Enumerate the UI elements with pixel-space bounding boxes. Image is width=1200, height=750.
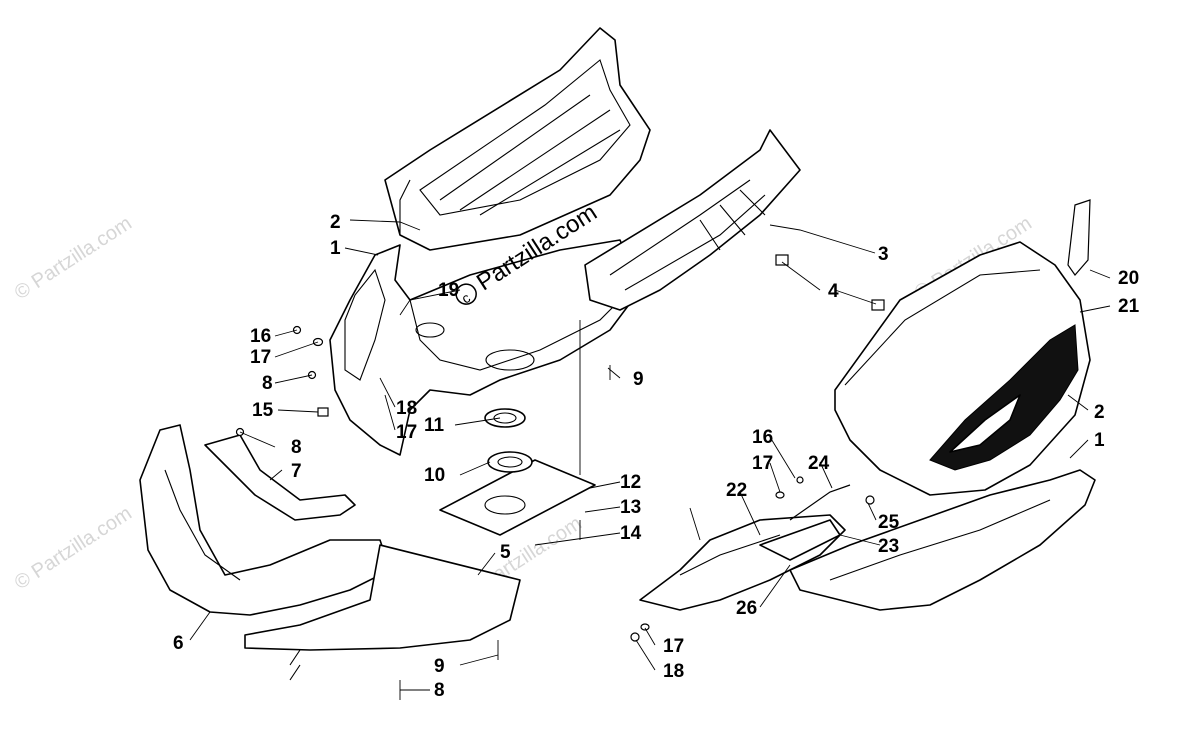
watermark-repeat: © Partzilla.com bbox=[11, 212, 136, 304]
callout-20: 20 bbox=[1118, 268, 1139, 289]
callout-22: 22 bbox=[726, 480, 747, 501]
callout-8: 8 bbox=[434, 680, 445, 701]
callout-18: 18 bbox=[663, 661, 684, 682]
part-upper-hood bbox=[384, 27, 651, 251]
part-ring-10 bbox=[487, 451, 533, 473]
part-seat-panel bbox=[584, 129, 801, 311]
callout-9: 9 bbox=[434, 656, 445, 677]
part-right-console bbox=[834, 241, 1091, 496]
callout-6: 6 bbox=[173, 633, 184, 654]
callout-17: 17 bbox=[663, 636, 684, 657]
part-front-bracket bbox=[204, 434, 356, 521]
part-belly-pan-left bbox=[329, 239, 641, 456]
part-front-bumper bbox=[139, 424, 391, 616]
watermark-repeat: © Partzilla.com bbox=[11, 502, 136, 594]
hardware bbox=[235, 199, 1091, 700]
callout-12: 12 bbox=[620, 472, 641, 493]
callout-5: 5 bbox=[500, 542, 511, 563]
callout-17: 17 bbox=[250, 347, 271, 368]
callout-2: 2 bbox=[330, 212, 341, 233]
callout-16: 16 bbox=[250, 326, 271, 347]
callout-4: 4 bbox=[828, 281, 839, 302]
callout-15: 15 bbox=[252, 400, 274, 421]
callout-8: 8 bbox=[262, 373, 273, 394]
part-skid-plate bbox=[244, 544, 521, 681]
part-right-bracket bbox=[639, 514, 846, 611]
part-ring-11 bbox=[484, 408, 526, 428]
callout-13: 13 bbox=[620, 497, 641, 518]
callout-16: 16 bbox=[752, 427, 773, 448]
leader-lines bbox=[189, 219, 1111, 691]
part-belly-pan-right bbox=[789, 469, 1096, 611]
callout-17: 17 bbox=[396, 422, 417, 443]
callout-23: 23 bbox=[878, 536, 899, 557]
callout-18: 18 bbox=[396, 398, 417, 419]
callout-1: 1 bbox=[330, 238, 341, 259]
callout-25: 25 bbox=[878, 512, 900, 533]
callout-1: 1 bbox=[1094, 430, 1105, 451]
callout-11: 11 bbox=[424, 415, 445, 436]
callout-2: 2 bbox=[1094, 402, 1105, 423]
callout-17: 17 bbox=[752, 453, 773, 474]
callout-24: 24 bbox=[808, 453, 830, 474]
part-gasket-plate bbox=[439, 459, 596, 536]
callout-26: 26 bbox=[736, 598, 757, 619]
callout-7: 7 bbox=[291, 461, 302, 482]
callout-21: 21 bbox=[1118, 296, 1140, 317]
callout-14: 14 bbox=[620, 523, 642, 544]
callout-9: 9 bbox=[633, 369, 644, 390]
callout-3: 3 bbox=[878, 244, 889, 265]
callout-19: 19 bbox=[438, 280, 459, 301]
callout-10: 10 bbox=[424, 465, 445, 486]
callout-8: 8 bbox=[291, 437, 302, 458]
callout-labels: 2 1 19 16 17 8 15 18 17 8 7 11 10 9 12 1… bbox=[173, 212, 1140, 701]
